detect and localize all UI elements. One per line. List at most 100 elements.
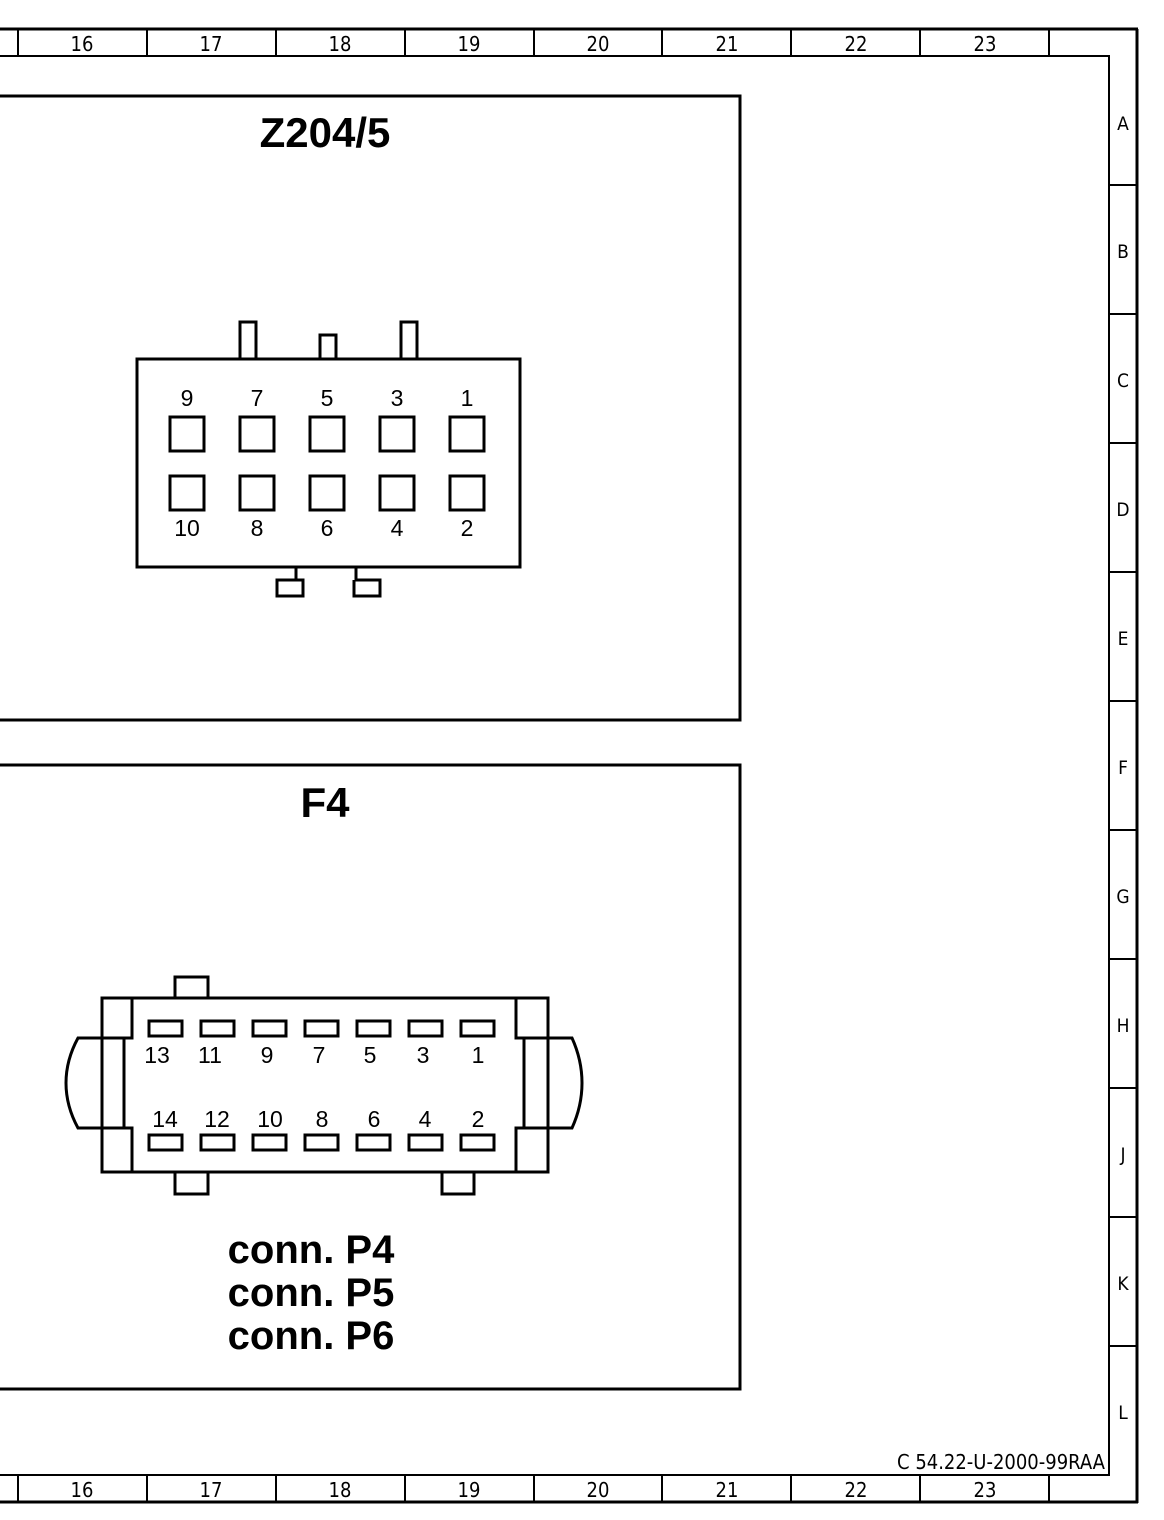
pin-number: 4 xyxy=(391,515,404,541)
row-label: D xyxy=(1116,499,1129,521)
z204-connector xyxy=(135,320,522,598)
pin-slot xyxy=(199,1133,236,1152)
zone-labels-top: 16 17 18 19 20 21 22 23 xyxy=(71,32,997,56)
pin-cavity xyxy=(378,474,416,512)
zone-label-bottom: 16 xyxy=(71,1478,94,1502)
pin-number: 10 xyxy=(257,1106,283,1132)
f4-panel: F4 xyxy=(0,763,742,1391)
pin-number: 8 xyxy=(316,1106,329,1132)
pin-number: 1 xyxy=(461,385,474,411)
pin-slot xyxy=(407,1019,444,1038)
pin-cavity xyxy=(168,415,206,453)
connector-tab xyxy=(399,320,419,361)
connector-body xyxy=(135,357,522,569)
zone-label-bottom: 17 xyxy=(200,1478,223,1502)
connector-latch xyxy=(275,567,305,598)
zone-label-top: 19 xyxy=(458,32,481,56)
f4-connector-names: conn. P4 conn. P5 conn. P6 xyxy=(228,1228,395,1358)
pin-slot xyxy=(303,1019,340,1038)
pin-number: 3 xyxy=(417,1042,430,1068)
pin-cavity xyxy=(308,415,346,453)
row-label: F xyxy=(1118,757,1128,779)
pin-number: 6 xyxy=(368,1106,381,1132)
pin-number: 6 xyxy=(321,515,334,541)
pin-number: 2 xyxy=(472,1106,485,1132)
zone-label-top: 18 xyxy=(329,32,352,56)
connector-name: conn. P5 xyxy=(228,1271,395,1315)
f4-title: F4 xyxy=(300,779,350,826)
pin-number: 12 xyxy=(204,1106,230,1132)
pin-slot xyxy=(199,1019,236,1038)
row-label: K xyxy=(1117,1273,1129,1295)
pin-cavity xyxy=(448,474,486,512)
pin-cavity xyxy=(168,474,206,512)
zone-label-top: 23 xyxy=(974,32,997,56)
pin-number: 9 xyxy=(181,385,194,411)
pin-slot xyxy=(459,1133,496,1152)
pin-cavity xyxy=(238,474,276,512)
row-label: A xyxy=(1117,113,1129,135)
pin-slot xyxy=(355,1019,392,1038)
row-label: B xyxy=(1117,241,1129,263)
pin-number: 2 xyxy=(461,515,474,541)
zone-label-bottom: 18 xyxy=(329,1478,352,1502)
pin-cavity xyxy=(238,415,276,453)
pin-number: 14 xyxy=(152,1106,178,1132)
connector-name: conn. P4 xyxy=(228,1228,395,1272)
connector-foot xyxy=(173,1170,210,1196)
pin-cavity xyxy=(378,415,416,453)
row-label: L xyxy=(1118,1402,1128,1424)
pin-slot xyxy=(355,1133,392,1152)
zone-dividers xyxy=(17,29,1050,1502)
zone-label-top: 22 xyxy=(845,32,868,56)
sheet-frame xyxy=(0,27,1139,1504)
row-dividers xyxy=(1109,184,1137,1347)
z204-panel-frame xyxy=(0,94,742,722)
connector-guide xyxy=(514,1126,550,1174)
pin-number: 1 xyxy=(472,1042,485,1068)
zone-label-top: 17 xyxy=(200,32,223,56)
pin-number: 11 xyxy=(198,1042,222,1068)
connector-foot xyxy=(440,1170,476,1196)
pin-number: 5 xyxy=(364,1042,377,1068)
z204-title: Z204/5 xyxy=(260,109,391,156)
pin-number: 8 xyxy=(251,515,264,541)
connector-tab xyxy=(238,320,258,361)
f4-pin-labels: 13 11 9 7 5 3 1 14 12 10 8 6 4 2 xyxy=(144,1042,484,1132)
connector-tab xyxy=(318,333,338,361)
row-label: G xyxy=(1116,886,1129,908)
zone-label-bottom: 19 xyxy=(458,1478,481,1502)
connector-latch xyxy=(352,567,382,598)
f4-panel-frame xyxy=(0,763,742,1391)
connector-guide xyxy=(514,996,550,1040)
pin-number: 7 xyxy=(251,385,264,411)
pin-number: 13 xyxy=(144,1042,170,1068)
connector-guide xyxy=(100,996,134,1040)
pin-number: 7 xyxy=(313,1042,326,1068)
pin-number: 3 xyxy=(391,385,404,411)
drawing-code: C 54.22-U-2000-99RAA xyxy=(897,1450,1106,1474)
zone-label-top: 20 xyxy=(587,32,610,56)
pin-slot xyxy=(407,1133,444,1152)
z204-pin-labels: 9 7 5 3 1 10 8 6 4 2 xyxy=(174,385,473,541)
pin-slot xyxy=(459,1019,496,1038)
row-label: H xyxy=(1117,1015,1130,1037)
zone-label-bottom: 23 xyxy=(974,1478,997,1502)
zone-label-bottom: 20 xyxy=(587,1478,610,1502)
pin-cavity xyxy=(448,415,486,453)
zone-label-top: 16 xyxy=(71,32,94,56)
zone-label-top: 21 xyxy=(716,32,739,56)
connector-guide xyxy=(100,1126,134,1174)
zone-label-bottom: 21 xyxy=(716,1478,739,1502)
f4-connector xyxy=(64,975,584,1196)
zone-labels-bottom: 16 17 18 19 20 21 22 23 xyxy=(71,1478,997,1502)
connector-tab xyxy=(173,975,210,1000)
pin-number: 10 xyxy=(174,515,200,541)
z204-panel: Z204/5 9 7 5 xyxy=(0,94,742,722)
connector-name: conn. P6 xyxy=(228,1314,395,1358)
connector-side-clip xyxy=(64,1036,102,1130)
pin-slot xyxy=(251,1019,288,1038)
pin-slot xyxy=(147,1133,184,1152)
pin-number: 4 xyxy=(419,1106,432,1132)
